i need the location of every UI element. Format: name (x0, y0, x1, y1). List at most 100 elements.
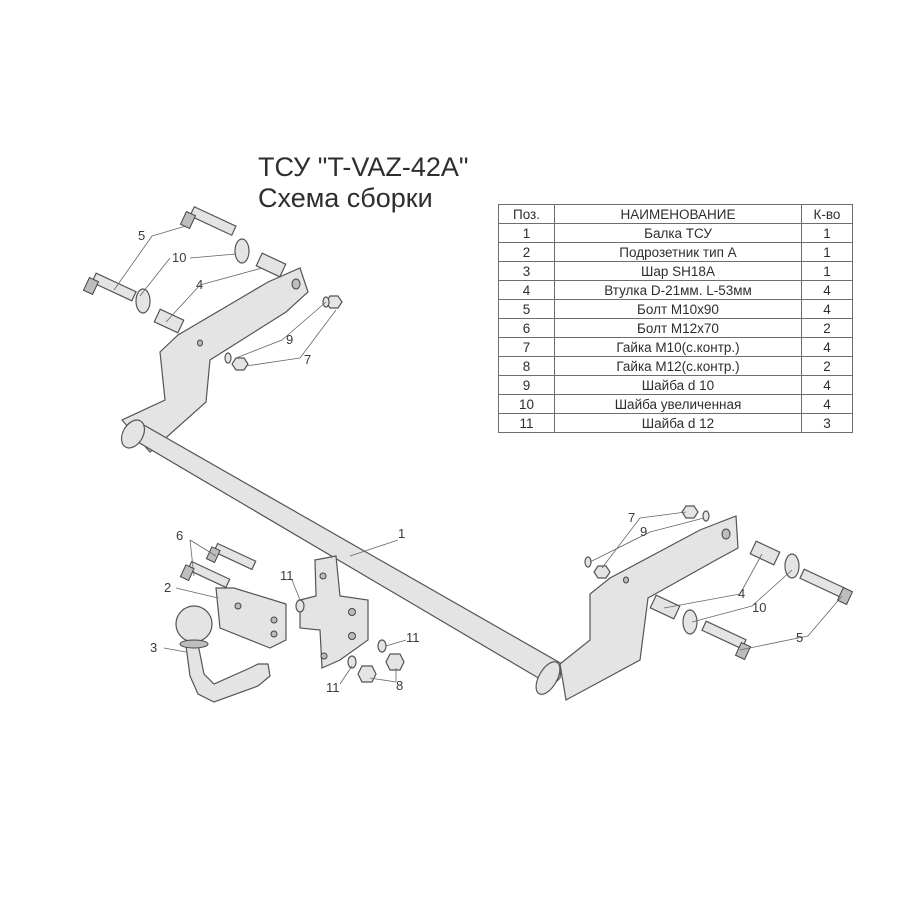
table-row: 6 Болт М12х70 2 (498, 318, 853, 338)
row-name: Шайба d 12 (554, 413, 802, 433)
socket-plate-hole-1 (234, 602, 242, 610)
table-row: 1 Балка ТСУ 1 (498, 223, 853, 243)
left-bolt-lower (82, 272, 137, 302)
header-qty: К-во (801, 204, 853, 224)
socket-plate-hole-3 (270, 630, 278, 638)
row-name: Гайка М10(с.контр.) (554, 337, 802, 357)
row-pos: 2 (498, 242, 555, 262)
row-name: Шайба d 10 (554, 375, 802, 395)
row-pos: 5 (498, 299, 555, 319)
left-nut-lower (231, 357, 249, 371)
callout-10-right: 10 (752, 600, 766, 615)
left-sleeve-lower (153, 308, 185, 334)
row-pos: 4 (498, 280, 555, 300)
left-washer-large-lower (135, 288, 151, 314)
beam-end-left (120, 419, 146, 449)
row-name: Шайба увеличенная (554, 394, 802, 414)
row-pos: 1 (498, 223, 555, 243)
row-qty: 1 (801, 261, 853, 281)
callout-4-left: 4 (196, 277, 203, 292)
socket-plate (215, 587, 287, 649)
row-pos: 3 (498, 261, 555, 281)
table-row: 5 Болт М10х90 4 (498, 299, 853, 319)
m12-washer-top (295, 599, 305, 613)
ball (175, 605, 213, 643)
right-bolt-upper (799, 568, 854, 606)
table-row: 7 Гайка М10(с.контр.) 4 (498, 337, 853, 357)
callout-5-right: 5 (796, 630, 803, 645)
m12-bolt-upper (205, 542, 257, 571)
row-name: Шар SH18A (554, 261, 802, 281)
table-row: 4 Втулка D-21мм. L-53мм 4 (498, 280, 853, 300)
row-pos: 9 (498, 375, 555, 395)
callout-9-left: 9 (286, 332, 293, 347)
left-washer-lower (224, 352, 232, 364)
callout-10-left: 10 (172, 250, 186, 265)
title-line-2: Схема сборки (258, 183, 433, 213)
row-qty: 4 (801, 299, 853, 319)
row-pos: 7 (498, 337, 555, 357)
right-nut-lower (593, 565, 611, 579)
right-washer-lower (584, 556, 592, 568)
callout-6: 6 (176, 528, 183, 543)
parts-table-header: Поз. НАИМЕНОВАНИЕ К-во (498, 204, 853, 224)
socket-plate-hole-2 (270, 616, 278, 624)
row-name: Гайка М12(с.контр.) (554, 356, 802, 376)
row-pos: 6 (498, 318, 555, 338)
row-qty: 4 (801, 375, 853, 395)
leader-lines (113, 225, 843, 685)
left-washer-large-upper (234, 238, 250, 264)
row-name: Болт М10х90 (554, 299, 802, 319)
center-plate-hole-1 (319, 572, 327, 580)
right-washer-large-lower (682, 609, 698, 635)
row-pos: 10 (498, 394, 555, 414)
row-name: Балка ТСУ (554, 223, 802, 243)
callout-8: 8 (396, 678, 403, 693)
m12-bolt-lower (179, 560, 231, 589)
right-bracket-hole (721, 528, 731, 540)
row-name: Подрозетник тип А (554, 242, 802, 262)
callout-7-left: 7 (304, 352, 311, 367)
right-sleeve-lower (649, 594, 681, 620)
ball-neck (185, 643, 271, 703)
callout-4-right: 4 (738, 586, 745, 601)
parts-table: Поз. НАИМЕНОВАНИЕ К-во 1 Балка ТСУ 1 2 П… (498, 204, 853, 433)
right-bolt-lower (701, 620, 752, 661)
left-bracket-hole (291, 278, 301, 290)
row-pos: 11 (498, 413, 555, 433)
row-qty: 4 (801, 280, 853, 300)
right-washer-upper (702, 510, 710, 522)
row-qty: 2 (801, 356, 853, 376)
header-pos: Поз. (498, 204, 555, 224)
callout-5-left: 5 (138, 228, 145, 243)
row-qty: 4 (801, 394, 853, 414)
center-plate-hole-3 (348, 632, 356, 640)
table-row: 8 Гайка М12(с.контр.) 2 (498, 356, 853, 376)
right-washer-large-upper (784, 553, 800, 579)
table-row: 10 Шайба увеличенная 4 (498, 394, 853, 414)
ball-flange (179, 639, 209, 649)
m12-nut-bottom (357, 665, 377, 683)
center-plate (299, 555, 369, 669)
m12-washer-bottom (347, 655, 357, 669)
row-qty: 1 (801, 242, 853, 262)
row-qty: 1 (801, 223, 853, 243)
right-sleeve-upper (749, 540, 781, 566)
callout-9-right: 9 (640, 524, 647, 539)
callout-11-top: 11 (280, 568, 294, 583)
callout-11-right: 11 (406, 630, 420, 645)
drawing-title: ТСУ "T-VAZ-42A" Схема сборки (258, 152, 468, 214)
row-qty: 2 (801, 318, 853, 338)
row-name: Втулка D-21мм. L-53мм (554, 280, 802, 300)
left-bracket-hole-small (197, 339, 203, 347)
callout-11-bottom: 11 (326, 680, 340, 695)
callout-1: 1 (398, 526, 405, 541)
right-bracket-hole-small (623, 576, 629, 584)
table-row: 11 Шайба d 12 3 (498, 413, 853, 433)
center-plate-hole-2 (348, 608, 356, 616)
header-name: НАИМЕНОВАНИЕ (554, 204, 802, 224)
title-line-1: ТСУ "T-VAZ-42A" (258, 152, 469, 182)
left-bracket (121, 267, 309, 453)
center-plate-hole-4 (320, 652, 328, 660)
